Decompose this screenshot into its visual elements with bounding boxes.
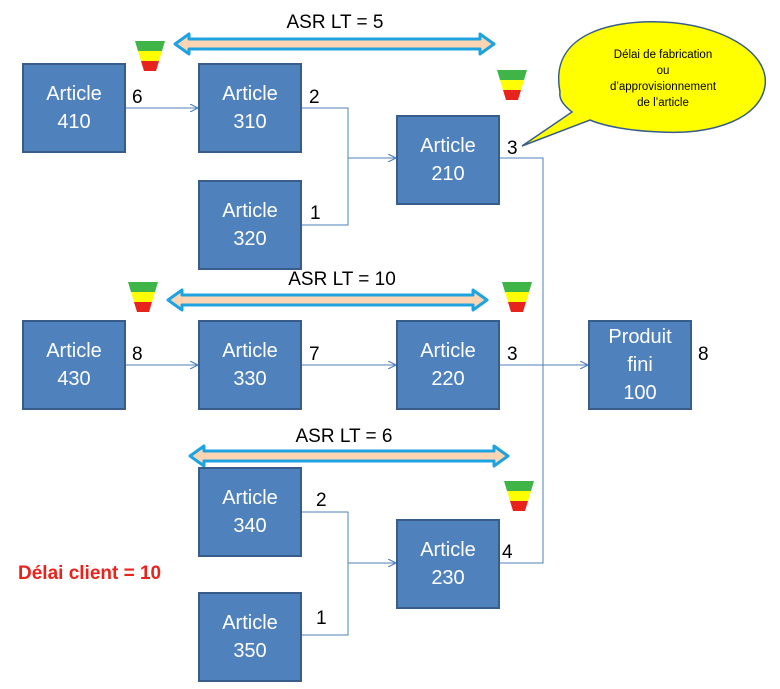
- article-label: Article: [420, 340, 476, 362]
- article-430-box[interactable]: Article 430: [22, 320, 126, 410]
- article-220-box[interactable]: Article 220: [396, 320, 500, 410]
- callout-text: Délai de fabrication ou d’approvisionnem…: [588, 47, 738, 111]
- article-210-box[interactable]: Article 210: [396, 115, 500, 205]
- callout-line: de l’article: [637, 97, 689, 109]
- client-delay-label: Délai client = 10: [18, 563, 162, 584]
- final-product-box[interactable]: Produit fini 100: [588, 320, 692, 410]
- article-id: 230: [431, 567, 465, 589]
- buffer-funnel-icon: [497, 70, 527, 100]
- lead-time-410: 6: [132, 87, 143, 108]
- article-340-box[interactable]: Article 340: [198, 467, 302, 557]
- article-label: Article: [222, 612, 278, 634]
- asr-arrow-bottom: [188, 444, 510, 468]
- asr-label-middle: ASR LT = 10: [288, 269, 396, 290]
- article-id: 340: [233, 515, 267, 537]
- link-210-100: [500, 157, 544, 365]
- buffer-funnel-icon: [504, 481, 534, 511]
- final-product-line1: Produit: [608, 326, 672, 348]
- article-id: 310: [233, 111, 267, 133]
- article-id: 210: [431, 163, 465, 185]
- article-label: Article: [222, 487, 278, 509]
- article-id: 410: [57, 111, 91, 133]
- article-label: Article: [46, 83, 102, 105]
- article-230-box[interactable]: Article 230: [396, 519, 500, 609]
- lead-time-350: 1: [316, 608, 327, 629]
- article-id: 430: [57, 368, 91, 390]
- lead-time-210: 3: [507, 138, 518, 159]
- article-id: 320: [233, 228, 267, 250]
- asr-label-top: ASR LT = 5: [286, 12, 384, 33]
- asr-arrow-middle: [166, 288, 489, 312]
- callout-bubble: [521, 21, 766, 147]
- callout-line: Délai de fabrication: [613, 49, 713, 61]
- lead-time-220: 3: [507, 344, 518, 365]
- asr-arrow-top: [173, 32, 496, 56]
- lead-time-330: 7: [309, 344, 320, 365]
- article-label: Article: [222, 340, 278, 362]
- article-330-box[interactable]: Article 330: [198, 320, 302, 410]
- article-350-box[interactable]: Article 350: [198, 592, 302, 682]
- asr-label-bottom: ASR LT = 6: [295, 426, 393, 447]
- lead-time-340: 2: [316, 490, 327, 511]
- article-id: 220: [431, 368, 465, 390]
- lead-time-100: 8: [698, 344, 709, 365]
- article-id: 330: [233, 368, 267, 390]
- lead-time-310: 2: [309, 87, 320, 108]
- lead-time-230: 4: [502, 542, 513, 563]
- final-product-line2: fini: [627, 354, 653, 376]
- article-320-box[interactable]: Article 320: [198, 180, 302, 270]
- article-label: Article: [222, 200, 278, 222]
- article-label: Article: [420, 135, 476, 157]
- link-350-230: [302, 563, 349, 636]
- article-label: Article: [420, 539, 476, 561]
- buffer-funnel-icon: [128, 282, 158, 312]
- callout-line: ou: [656, 65, 670, 77]
- lead-time-320: 1: [310, 203, 321, 224]
- article-410-box[interactable]: Article 410: [22, 63, 126, 153]
- connector-lines: [126, 107, 587, 636]
- lead-time-430: 8: [132, 344, 143, 365]
- final-product-id: 100: [623, 382, 657, 404]
- article-310-box[interactable]: Article 310: [198, 63, 302, 153]
- link-310-210: [302, 107, 395, 158]
- article-id: 350: [233, 640, 267, 662]
- article-label: Article: [46, 340, 102, 362]
- buffer-funnel-icon: [135, 41, 165, 71]
- link-230-100: [500, 365, 544, 564]
- link-340-230: [302, 511, 395, 563]
- article-label: Article: [222, 83, 278, 105]
- buffer-funnel-icon: [502, 282, 532, 312]
- link-320-210: [302, 158, 349, 226]
- callout-line: d’approvisionnement: [609, 81, 717, 93]
